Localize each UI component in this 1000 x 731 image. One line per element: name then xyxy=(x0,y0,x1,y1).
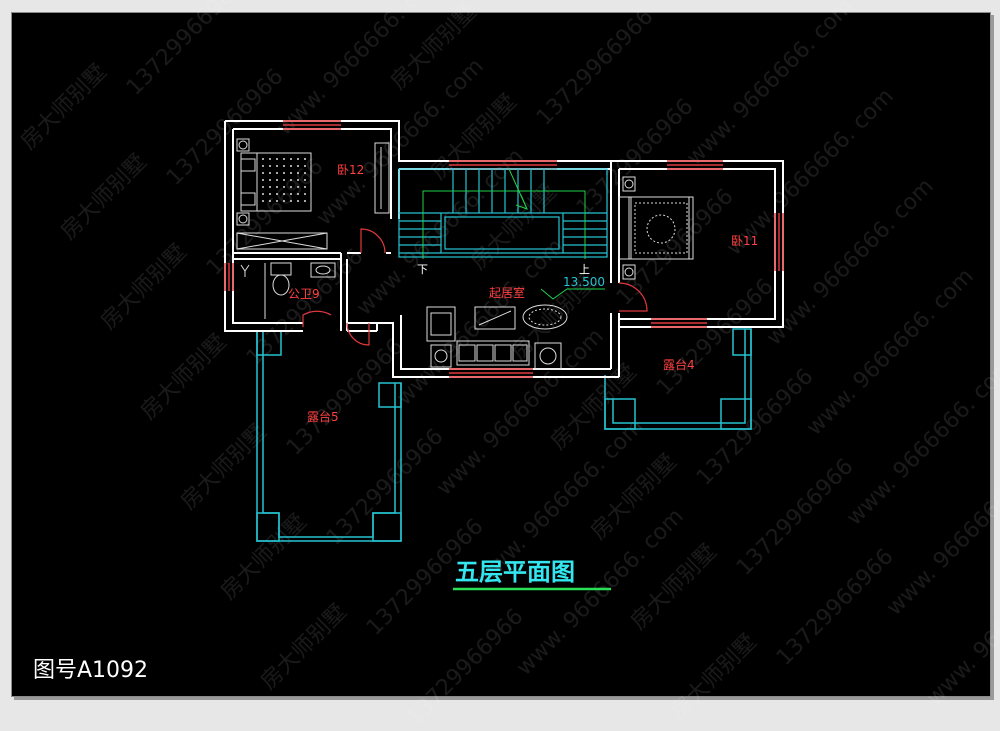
bed-pattern-dot xyxy=(297,158,299,160)
living-furniture xyxy=(426,304,568,370)
bed-pattern-dot xyxy=(262,193,264,195)
bed-pattern-dot xyxy=(283,200,285,202)
bed-pattern-dot xyxy=(269,165,271,167)
drawing-title: 五层平面图 xyxy=(455,558,575,586)
bed-pattern-dot xyxy=(269,172,271,174)
bed-pattern-dot xyxy=(304,179,306,181)
bed-pattern-dot xyxy=(262,186,264,188)
room-labels: 卧12 卧11 公卫9 起居室 露台4 露台5 xyxy=(288,163,758,424)
bed-pattern-dot xyxy=(304,186,306,188)
bed-pattern-dot xyxy=(290,165,292,167)
bed-pattern-dot xyxy=(283,158,285,160)
doors xyxy=(302,228,648,346)
bed-pattern-dot xyxy=(290,158,292,160)
bed-pattern-dot xyxy=(297,193,299,195)
stair-down-label: 下 xyxy=(417,263,428,276)
bed-pattern-dot xyxy=(269,193,271,195)
bed-pattern-dot xyxy=(290,186,292,188)
elevation-marker xyxy=(540,288,605,300)
bed-pattern-dot xyxy=(304,200,306,202)
bed-pattern-dot xyxy=(290,172,292,174)
bed-pattern-dot xyxy=(269,186,271,188)
stair-up-label: 上 xyxy=(579,263,590,276)
terrace-5-outline xyxy=(256,330,402,542)
bed-pattern-dot xyxy=(276,200,278,202)
elevation-value: 13.500 xyxy=(563,275,605,289)
bed-pattern-dot xyxy=(269,158,271,160)
label-bedroom-12: 卧12 xyxy=(337,163,364,177)
bed-pattern-dot xyxy=(297,186,299,188)
bed-pattern-dot xyxy=(283,179,285,181)
stair-labels: 下 上 xyxy=(417,263,590,276)
bed-pattern-dot xyxy=(290,193,292,195)
bed-pattern-dot xyxy=(283,165,285,167)
label-bath-9: 公卫9 xyxy=(288,287,320,301)
bed-pattern-dot xyxy=(297,200,299,202)
floor-plan: 卧12 卧11 公卫9 起居室 露台4 露台5 下 上 13.500 五层平面图 xyxy=(224,120,784,591)
label-living-room: 起居室 xyxy=(489,285,525,300)
bed-pattern-dot xyxy=(304,172,306,174)
bed-pattern-dot xyxy=(262,200,264,202)
bed-pattern-dot xyxy=(276,193,278,195)
windows xyxy=(224,120,784,378)
label-terrace-5: 露台5 xyxy=(307,409,339,424)
bed-pattern-dot xyxy=(276,165,278,167)
bed-12 xyxy=(236,138,390,250)
staircase xyxy=(398,168,608,258)
stair-arrows xyxy=(422,168,586,259)
bed-pattern-dot xyxy=(276,186,278,188)
label-terrace-4: 露台4 xyxy=(663,357,695,372)
bed-pattern-dot xyxy=(297,165,299,167)
bed-pattern-dot xyxy=(262,165,264,167)
bed-pattern-dot xyxy=(262,172,264,174)
bath-fixtures xyxy=(240,262,336,319)
bed-pattern-dot xyxy=(276,158,278,160)
bed-pattern-dot xyxy=(290,179,292,181)
bed-pattern-dot xyxy=(304,165,306,167)
drawing-number: 图号A1092 xyxy=(33,658,149,683)
bed-pattern-dot xyxy=(283,186,285,188)
bed-pattern-dot xyxy=(269,179,271,181)
bed-pattern-dot xyxy=(304,193,306,195)
bed-pattern-dot xyxy=(269,200,271,202)
bed-pattern-dot xyxy=(283,172,285,174)
bed-pattern-dot xyxy=(297,179,299,181)
bed-pattern-dot xyxy=(297,172,299,174)
terrace-4-outline xyxy=(604,328,752,430)
bed-11 xyxy=(618,176,694,280)
bed-pattern-dot xyxy=(276,172,278,174)
bed-pattern-dot xyxy=(262,158,264,160)
bed-pattern-dot xyxy=(290,200,292,202)
bed-pattern-dot xyxy=(262,179,264,181)
bed-pattern-dot xyxy=(276,179,278,181)
bed-pattern-dot xyxy=(283,193,285,195)
label-bedroom-11: 卧11 xyxy=(731,234,758,248)
bed-pattern-dot xyxy=(304,158,306,160)
